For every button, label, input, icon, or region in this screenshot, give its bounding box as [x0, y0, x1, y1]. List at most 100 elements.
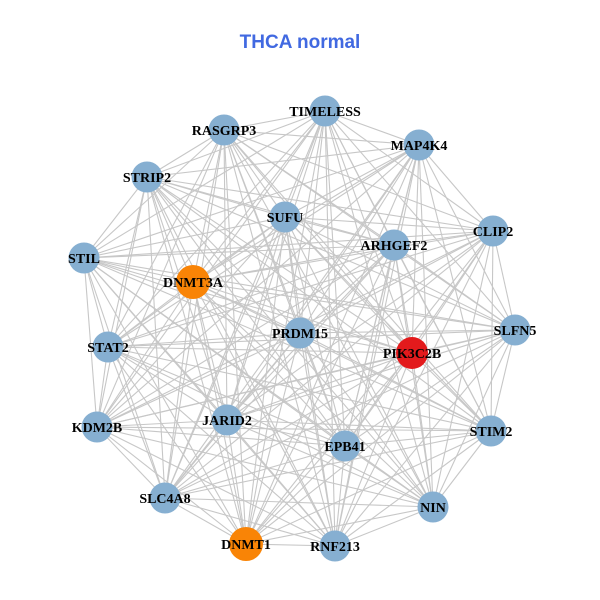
edge-STRIP2-STAT2 — [107, 176, 148, 348]
node-SUFU — [269, 201, 301, 233]
node-label-RASGRP3: RASGRP3 — [192, 124, 257, 139]
node-STIM2 — [475, 415, 507, 447]
figure-title: THCA normal — [240, 32, 361, 53]
edge-PRDM15-DNMT1 — [245, 332, 301, 545]
edge-RASGRP3-CLIP2 — [223, 129, 494, 232]
edge-RASGRP3-STIM2 — [223, 129, 492, 432]
edge-JARID2-SLC4A8 — [164, 419, 228, 499]
edge-SUFU-JARID2 — [226, 216, 286, 421]
node-label-NIN: NIN — [420, 501, 446, 516]
edge-EPB41-SLC4A8 — [164, 445, 346, 499]
edge-PIK3C2B-KDM2B — [96, 352, 413, 428]
edge-PIK3C2B-RNF213 — [334, 352, 413, 547]
node-label-DNMT1: DNMT1 — [221, 538, 271, 553]
edge-DNMT3A-RNF213 — [192, 281, 336, 547]
edge-STRIP2-DNMT3A — [146, 176, 194, 283]
edge-STRIP2-SLFN5 — [146, 176, 516, 331]
edge-PIK3C2B-STIM2 — [411, 352, 492, 432]
edge-KDM2B-NIN — [96, 426, 434, 508]
edge-DNMT3A-PIK3C2B — [192, 281, 413, 354]
edge-TIMELESS-RASGRP3 — [223, 110, 326, 131]
node-DNMT3A — [176, 265, 210, 299]
edge-NIN-DNMT1 — [245, 506, 434, 545]
edge-EPB41-DNMT1 — [245, 445, 346, 545]
edge-ARHGEF2-SLC4A8 — [164, 244, 395, 499]
edge-RASGRP3-EPB41 — [223, 129, 346, 447]
edge-STIL-SLFN5 — [83, 257, 516, 331]
edge-SUFU-ARHGEF2 — [284, 216, 395, 246]
node-label-TIMELESS: TIMELESS — [289, 105, 361, 120]
edge-STIM2-SLC4A8 — [164, 430, 492, 499]
edge-PRDM15-STAT2 — [107, 332, 301, 348]
node-STRIP2 — [131, 161, 163, 193]
edge-SLFN5-JARID2 — [226, 329, 516, 421]
edge-CLIP2-EPB41 — [344, 230, 494, 447]
edge-STIM2-NIN — [432, 430, 492, 508]
edge-MAP4K4-SUFU — [284, 144, 420, 218]
edge-STAT2-RNF213 — [107, 346, 336, 547]
edge-RASGRP3-STAT2 — [107, 129, 225, 348]
edge-STRIP2-CLIP2 — [146, 176, 494, 232]
node-PIK3C2B — [396, 337, 428, 369]
edge-CLIP2-NIN — [432, 230, 494, 508]
edge-MAP4K4-PIK3C2B — [411, 144, 420, 354]
node-label-SLFN5: SLFN5 — [494, 324, 537, 339]
edge-SLFN5-EPB41 — [344, 329, 516, 447]
edge-MAP4K4-KDM2B — [96, 144, 420, 428]
node-label-EPB41: EPB41 — [324, 440, 365, 455]
edge-EPB41-NIN — [344, 445, 434, 508]
edge-PRDM15-STIM2 — [299, 332, 492, 432]
edge-TIMELESS-CLIP2 — [324, 110, 494, 232]
node-label-DNMT3A: DNMT3A — [163, 276, 224, 291]
edge-RASGRP3-SUFU — [223, 129, 286, 218]
edge-layer — [83, 110, 516, 547]
edge-STIL-SLC4A8 — [83, 257, 166, 499]
edge-STAT2-PIK3C2B — [107, 346, 413, 354]
edge-SUFU-RNF213 — [284, 216, 336, 547]
edge-TIMELESS-MAP4K4 — [324, 110, 420, 146]
node-label-MAP4K4: MAP4K4 — [391, 139, 448, 154]
edge-KDM2B-EPB41 — [96, 426, 346, 447]
edge-RASGRP3-MAP4K4 — [223, 129, 420, 146]
edge-STIL-DNMT1 — [83, 257, 247, 545]
node-label-STIM2: STIM2 — [470, 425, 513, 440]
node-DNMT1 — [229, 527, 263, 561]
node-label-KDM2B: KDM2B — [72, 421, 123, 436]
node-ARHGEF2 — [378, 229, 410, 261]
edge-DNMT3A-KDM2B — [96, 281, 194, 428]
edge-ARHGEF2-STAT2 — [107, 244, 395, 348]
edge-SUFU-SLC4A8 — [164, 216, 286, 499]
edge-DNMT3A-JARID2 — [192, 281, 228, 421]
node-layer — [68, 95, 531, 562]
edge-MAP4K4-NIN — [418, 144, 434, 508]
node-RASGRP3 — [208, 114, 240, 146]
edge-JARID2-EPB41 — [226, 419, 346, 447]
edge-ARHGEF2-SLFN5 — [393, 244, 516, 331]
node-RNF213 — [319, 530, 351, 562]
edge-TIMELESS-STIL — [83, 110, 326, 259]
node-label-STIL: STIL — [68, 252, 100, 267]
edge-KDM2B-RNF213 — [96, 426, 336, 547]
edge-CLIP2-STAT2 — [107, 230, 494, 348]
node-label-CLIP2: CLIP2 — [473, 225, 513, 240]
edge-MAP4K4-CLIP2 — [418, 144, 494, 232]
edge-NIN-RNF213 — [334, 506, 434, 547]
edge-MAP4K4-STIL — [83, 144, 420, 259]
edge-MAP4K4-STRIP2 — [146, 144, 420, 178]
node-JARID2 — [211, 404, 243, 436]
edge-MAP4K4-DNMT3A — [192, 144, 420, 283]
edge-SLFN5-NIN — [432, 329, 516, 508]
edge-PIK3C2B-JARID2 — [226, 352, 413, 421]
edge-DNMT3A-SLFN5 — [192, 281, 516, 331]
edge-CLIP2-PRDM15 — [299, 230, 494, 334]
label-layer: TIMELESSRASGRP3MAP4K4STRIP2SUFUCLIP2ARHG… — [68, 105, 536, 555]
node-NIN — [417, 491, 449, 523]
edge-JARID2-DNMT1 — [226, 419, 247, 545]
edge-RASGRP3-JARID2 — [223, 129, 228, 421]
edge-STIM2-EPB41 — [344, 430, 492, 447]
edge-TIMELESS-SLFN5 — [324, 110, 516, 331]
edge-SLC4A8-RNF213 — [164, 497, 336, 547]
edge-CLIP2-JARID2 — [226, 230, 494, 421]
edge-STAT2-JARID2 — [107, 346, 228, 421]
